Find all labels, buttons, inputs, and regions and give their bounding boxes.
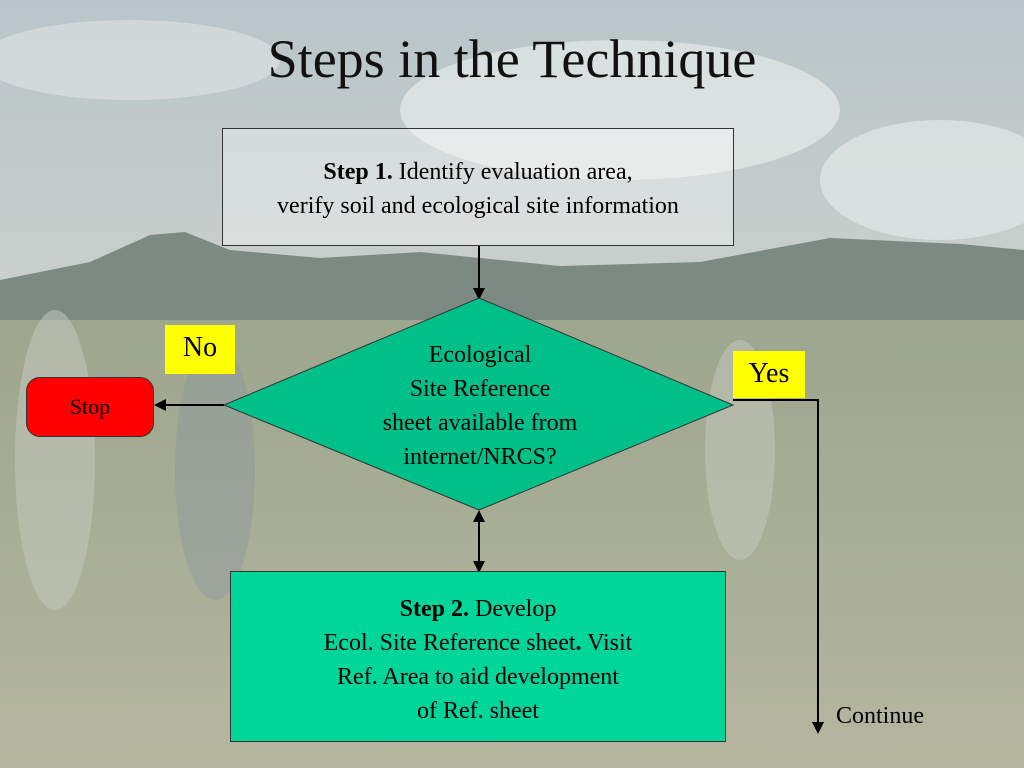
step1-label: Step 1. (323, 159, 393, 185)
continue-label: Continue (836, 703, 924, 729)
step2-box: Step 2. Develop Ecol. Site Reference she… (230, 571, 726, 742)
decision-line4: internet/NRCS? (403, 444, 557, 470)
arrow-yes-to-continue (733, 399, 824, 734)
step2-line2: Ecol. Site Reference sheet. Visit (323, 630, 633, 656)
page-title: Steps in the Technique (267, 29, 757, 89)
person-silhouette (175, 340, 255, 600)
stop-terminal: Stop (26, 377, 154, 437)
cloud (820, 120, 1024, 240)
step2-line4: of Ref. sheet (417, 698, 539, 724)
yes-label: Yes (733, 351, 805, 398)
no-label: No (165, 325, 235, 374)
step2-label: Step 2. (399, 596, 470, 622)
step2-line3: Ref. Area to aid development (337, 664, 619, 690)
decision-text: Ecological Site Reference sheet availabl… (340, 338, 620, 474)
decision-diamond (222, 297, 735, 511)
mountain-range (0, 232, 1024, 340)
decision-line3: sheet available from (382, 410, 578, 436)
cloud (0, 20, 280, 100)
step1-line2: verify soil and ecological site informat… (277, 193, 679, 219)
step2-line1: Step 2. Develop (399, 596, 557, 622)
cloud (400, 40, 840, 180)
person-silhouette (15, 310, 95, 610)
step1-box: Step 1. Identify evaluation area, verify… (222, 128, 734, 246)
decision-line2: Site Reference (409, 376, 551, 402)
step1-line1: Step 1. Identify evaluation area, (323, 159, 633, 185)
decision-line1: Ecological (428, 342, 532, 368)
